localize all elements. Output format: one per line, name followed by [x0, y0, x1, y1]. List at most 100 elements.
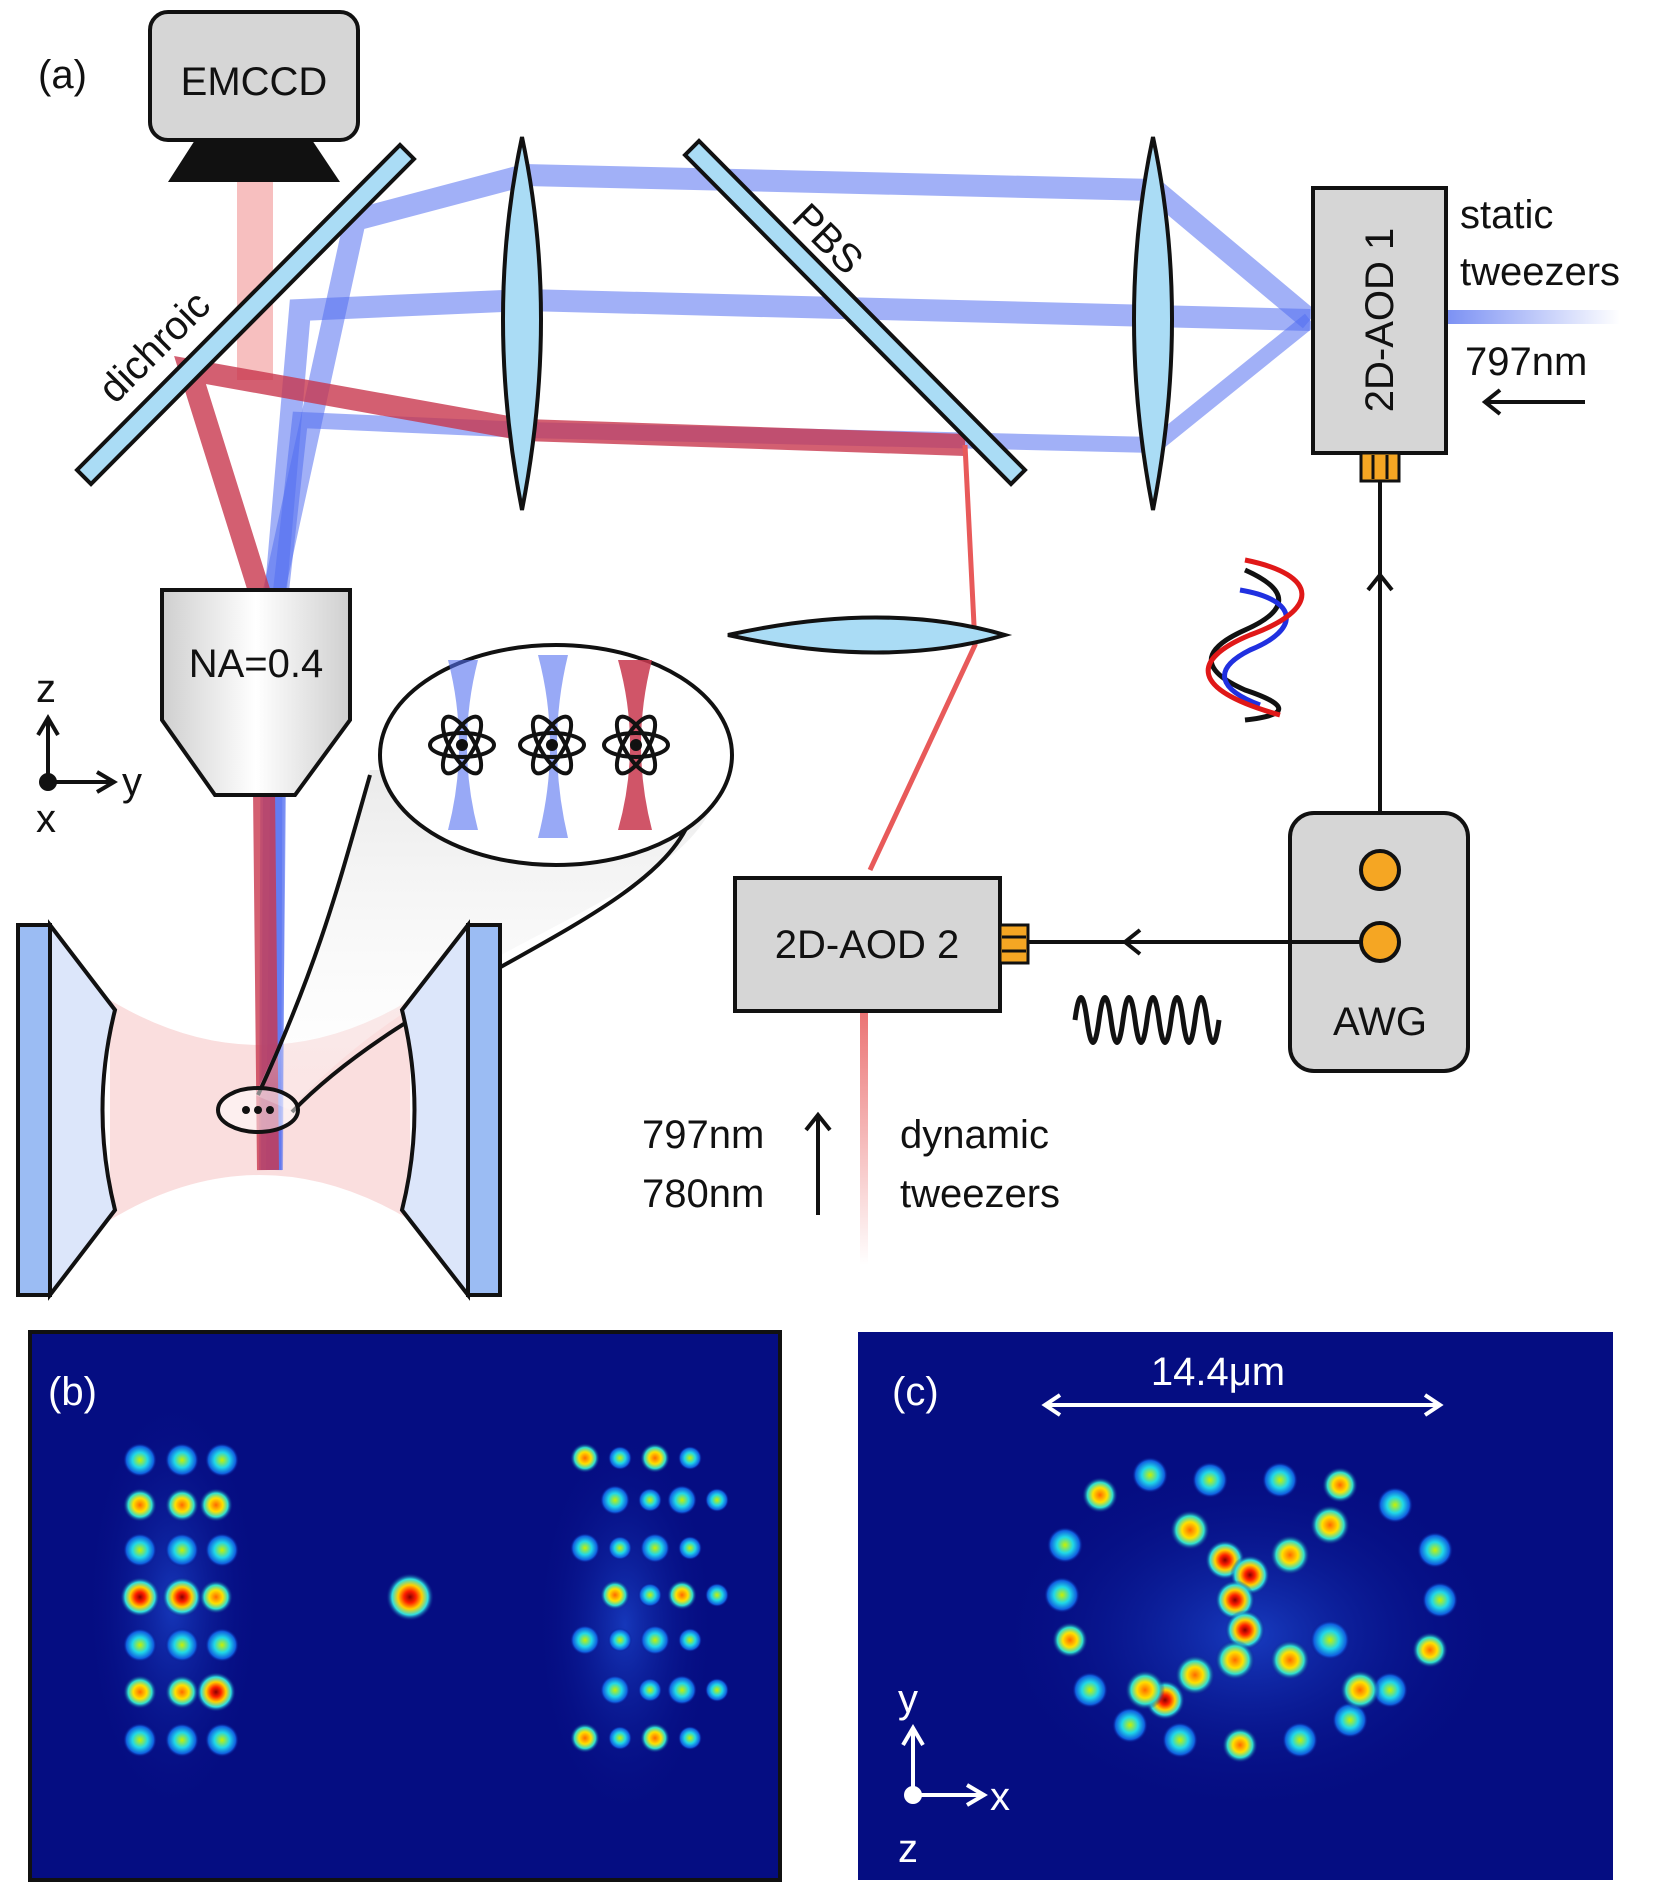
atom-spot [570, 1625, 600, 1655]
fluorescence-beam [237, 170, 273, 380]
atom-spot [165, 1723, 199, 1757]
cavity-mirror-right [399, 919, 502, 1301]
awg: AWG [1288, 811, 1470, 1073]
axes-yxz [901, 1724, 988, 1807]
atom-spot [640, 1533, 670, 1563]
atom-spot [667, 1675, 697, 1705]
atom-icon [428, 714, 496, 776]
axis-y-label: y [122, 760, 142, 804]
dynamic-label-1: dynamic [900, 1113, 1049, 1157]
atom-spot [205, 1533, 239, 1567]
atom-spot [1322, 1467, 1358, 1503]
atom-spot [1170, 1510, 1210, 1550]
atom-spot [1132, 1457, 1168, 1493]
static-input-arrow [1481, 388, 1585, 416]
scale-bar [1041, 1393, 1444, 1417]
atom-spot [570, 1533, 600, 1563]
atom-spot [600, 1485, 630, 1515]
atom-spot [196, 1672, 236, 1712]
atom-icon [518, 714, 586, 776]
atom-spot [165, 1533, 199, 1567]
atom-spot [205, 1628, 239, 1662]
atom-spot [608, 1726, 632, 1750]
atom-spot [570, 1443, 600, 1473]
atom-spot [600, 1580, 630, 1610]
atom-spot [199, 1580, 233, 1614]
atom-spot [705, 1583, 729, 1607]
dynamic-input-arrow [804, 1111, 832, 1215]
atom-spot [608, 1446, 632, 1470]
atom-spot [1044, 1577, 1080, 1613]
atom-spot [1310, 1505, 1350, 1545]
panel-c: (c) 14.4μm y x z [858, 1332, 1613, 1880]
dynamic-label-2: tweezers [900, 1172, 1060, 1216]
atom-spot [1175, 1655, 1215, 1695]
atom-spot [705, 1678, 729, 1702]
aod-1-label: 2D-AOD 1 [1358, 228, 1402, 413]
atom-spot [123, 1675, 157, 1709]
atom-spot [1332, 1702, 1368, 1738]
panel-a-label: (a) [38, 53, 87, 97]
atom-spot [640, 1443, 670, 1473]
atom-trap-region [216, 1086, 300, 1134]
panel-c-label: (c) [892, 1370, 939, 1414]
axis-x-label: x [36, 797, 56, 841]
atom-spot [1282, 1722, 1318, 1758]
atom-spots-b [120, 1443, 729, 1757]
atom-spot [667, 1580, 697, 1610]
atom-spot [678, 1628, 702, 1652]
atom-spot [1125, 1670, 1165, 1710]
atom-spot [638, 1583, 662, 1607]
objective-label: NA=0.4 [189, 642, 324, 686]
emccd-camera: EMCCD [148, 10, 360, 182]
aod-2: 2D-AOD 2 [733, 876, 1030, 1013]
awg-label: AWG [1333, 1000, 1427, 1044]
atom-icons [428, 714, 670, 776]
rf-line-aod1 [1366, 481, 1394, 870]
atom-spot [678, 1726, 702, 1750]
atom-spot [123, 1533, 157, 1567]
atom-spot [1310, 1620, 1350, 1660]
axis-c-y-label: y [898, 1677, 918, 1721]
static-label-2: tweezers [1460, 250, 1620, 294]
atom-spot [1417, 1532, 1453, 1568]
atom-spot [123, 1488, 157, 1522]
scale-bar-label: 14.4μm [1151, 1350, 1285, 1394]
atom-spot [1072, 1672, 1108, 1708]
panel-a: (a) EMCCD dichroic [16, 10, 1620, 1301]
atom-spot [638, 1678, 662, 1702]
atom-spot [1162, 1722, 1198, 1758]
atom-spot [1082, 1477, 1118, 1513]
static-label-1: static [1460, 193, 1553, 237]
axis-c-x-label: x [990, 1775, 1010, 1819]
aod-2-label: 2D-AOD 2 [775, 923, 960, 967]
lens-1 [501, 136, 543, 511]
atom-spot [386, 1573, 434, 1621]
dynamic-wavelength-1: 797nm [642, 1113, 764, 1157]
atom-spot [165, 1628, 199, 1662]
atom-spot [1112, 1707, 1148, 1743]
dynamic-wavelength-2: 780nm [642, 1172, 764, 1216]
atom-spot [678, 1446, 702, 1470]
atom-spot [1215, 1640, 1255, 1680]
atom-spot [1422, 1582, 1458, 1618]
atom-spot [1052, 1622, 1088, 1658]
axes-zyx [36, 714, 118, 794]
axis-z-label: z [36, 667, 56, 711]
atom-spot [678, 1536, 702, 1560]
atom-spot [120, 1577, 160, 1617]
atom-spot [1372, 1672, 1408, 1708]
sine-icon [1072, 995, 1222, 1045]
atom-spot [1262, 1462, 1298, 1498]
atom-spot [705, 1488, 729, 1512]
atom-spot [1270, 1640, 1310, 1680]
atom-spot [638, 1488, 662, 1512]
atom-spot [123, 1628, 157, 1662]
atom-spot [600, 1675, 630, 1705]
atom-spot [165, 1443, 199, 1477]
atom-spot [608, 1628, 632, 1652]
panel-b: (b) [28, 1330, 782, 1882]
cavity-mirror-left [16, 919, 118, 1301]
lens-3 [727, 615, 1013, 655]
